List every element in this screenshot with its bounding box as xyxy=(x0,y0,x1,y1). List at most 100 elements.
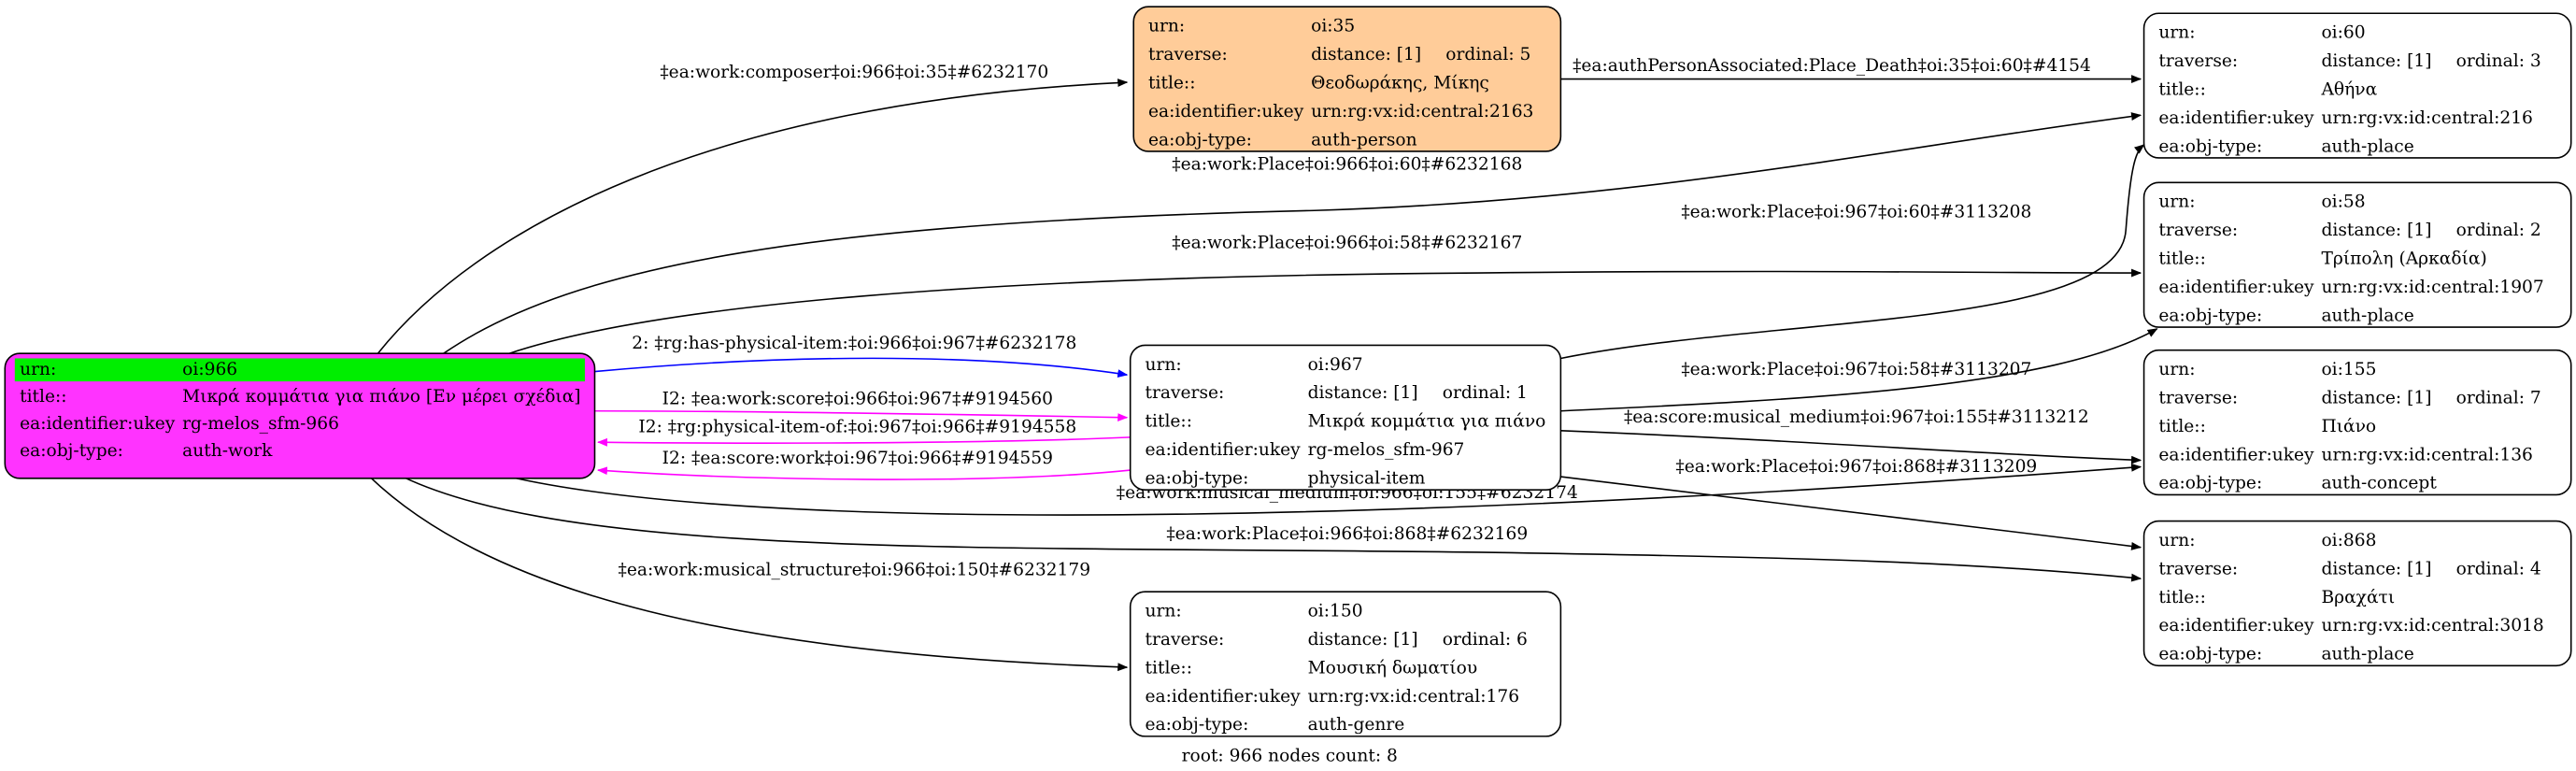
field-label-title--: title:: xyxy=(1148,73,1195,93)
edge-line xyxy=(1560,144,2145,360)
field-label-urn-: urn: xyxy=(20,360,56,379)
field-value-ea-identifier-ukey: urn:rg:vx:id:central:3018 xyxy=(2321,616,2543,635)
field-value-ea-identifier-ukey: urn:rg:vx:id:central:1907 xyxy=(2321,278,2543,297)
edge-line xyxy=(594,409,1129,422)
field-value-traverse-: distance: [1] xyxy=(2321,221,2431,240)
edge-967-155[interactable]: ‡ea:score:musical_medium‡oi:967‡oi:155‡#… xyxy=(1560,407,2142,464)
edge-label: ‡ea:work:Place‡oi:967‡oi:868‡#3113209 xyxy=(1675,457,2037,477)
field-value-urn-: oi:35 xyxy=(1311,17,1355,36)
field-label-ea-obj-type-: ea:obj-type: xyxy=(20,441,123,461)
field-label-urn-: urn: xyxy=(1148,17,1185,36)
edge-label: I2: ‡ea:work:score‡oi:966‡oi:967‡#919456… xyxy=(662,390,1053,409)
edge-966-967[interactable]: I2: ‡ea:work:score‡oi:966‡oi:967‡#919456… xyxy=(594,390,1129,422)
edge-966-150[interactable]: ‡ea:work:musical_structure‡oi:966‡oi:150… xyxy=(369,476,1129,672)
edge-966-967[interactable]: 2: ‡rg:has-physical-item:‡oi:966‡oi:967‡… xyxy=(594,334,1129,378)
edge-line xyxy=(508,268,2142,354)
edge-35-60[interactable]: ‡ea:authPersonAssociated:Place_Death‡oi:… xyxy=(1560,56,2142,84)
edge-966-35[interactable]: ‡ea:work:composer‡oi:966‡oi:35‡#6232170 xyxy=(377,63,1129,354)
field-value-title--: Βραχάτι xyxy=(2321,588,2395,607)
edge-line xyxy=(594,357,1129,378)
field-label-ea-identifier-ukey: ea:identifier:ukey xyxy=(2158,108,2314,128)
field-value-ea-obj-type-: auth-place xyxy=(2321,645,2413,664)
edge-line xyxy=(443,112,2142,354)
field-value-ea-identifier-ukey: rg-melos_sfm-966 xyxy=(182,414,339,434)
edge-line xyxy=(1560,430,2142,464)
node-35[interactable]: urn: oi:35 traverse: distance: [1] ordinal: … xyxy=(1132,6,1562,152)
field-value-ea-identifier-ukey: urn:rg:vx:id:central:176 xyxy=(1308,687,1519,707)
field-label-title--: title:: xyxy=(20,387,66,407)
field-label-ea-obj-type-: ea:obj-type: xyxy=(1148,130,1252,150)
field-value-traverse-: distance: [1] xyxy=(2321,559,2431,578)
edge-967-966[interactable]: I2: ‡rg:physical-item-of:‡oi:967‡oi:966‡… xyxy=(596,418,1131,447)
edge-label: ‡ea:authPersonAssociated:Place_Death‡oi:… xyxy=(1573,56,2091,76)
field-ordinal: ordinal: 5 xyxy=(1445,45,1530,64)
edge-label: ‡ea:work:Place‡oi:967‡oi:58‡#3113207 xyxy=(1681,360,2031,379)
graph-footer: root: 966 nodes count: 8 xyxy=(1182,746,1398,765)
edge-label: ‡ea:work:Place‡oi:966‡oi:60‡#6232168 xyxy=(1172,154,1522,174)
field-label-title--: title:: xyxy=(2158,250,2205,269)
field-label-urn-: urn: xyxy=(1146,602,1182,621)
field-label-ea-obj-type-: ea:obj-type: xyxy=(2158,474,2262,493)
node-box xyxy=(4,352,596,479)
field-label-traverse-: traverse: xyxy=(2158,51,2238,71)
field-label-traverse-: traverse: xyxy=(2158,221,2238,240)
field-value-ea-obj-type-: physical-item xyxy=(1308,468,1426,488)
edge-966-868[interactable]: ‡ea:work:Place‡oi:966‡oi:868‡#6232169 xyxy=(402,476,2142,582)
edge-967-966[interactable]: I2: ‡ea:score:work‡oi:967‡oi:966‡#919455… xyxy=(596,449,1131,480)
field-value-title--: Μικρά κομμάτια για πιάνο [Εν μέρει σχέδι… xyxy=(182,387,580,407)
field-ordinal: ordinal: 2 xyxy=(2456,221,2541,240)
field-value-ea-obj-type-: auth-place xyxy=(2321,136,2413,156)
field-ordinal: ordinal: 6 xyxy=(1443,630,1528,650)
field-label-traverse-: traverse: xyxy=(2158,388,2238,407)
field-label-ea-identifier-ukey: ea:identifier:ukey xyxy=(1146,440,1302,460)
field-value-urn-: oi:155 xyxy=(2321,360,2376,379)
field-value-urn-: oi:966 xyxy=(182,360,237,379)
field-value-urn-: oi:58 xyxy=(2321,193,2365,212)
field-ordinal: ordinal: 3 xyxy=(2456,51,2541,71)
field-label-ea-obj-type-: ea:obj-type: xyxy=(1146,715,1249,735)
node-58[interactable]: urn: oi:58 traverse: distance: [1] ordinal: … xyxy=(2142,181,2572,328)
edge-967-58[interactable]: ‡ea:work:Place‡oi:967‡oi:58‡#3113207 xyxy=(1560,328,2158,412)
field-value-title--: Αθήνα xyxy=(2320,79,2377,99)
field-value-ea-obj-type-: auth-work xyxy=(182,441,273,461)
field-label-traverse-: traverse: xyxy=(1146,630,1225,650)
edge-966-60[interactable]: ‡ea:work:Place‡oi:966‡oi:60‡#6232168 xyxy=(443,112,2142,354)
urn-highlight xyxy=(14,358,585,382)
node-box xyxy=(1132,6,1562,152)
field-value-ea-obj-type-: auth-concept xyxy=(2321,474,2437,493)
field-label-ea-identifier-ukey: ea:identifier:ukey xyxy=(2158,616,2314,635)
field-label-traverse-: traverse: xyxy=(2158,559,2238,578)
edge-line xyxy=(596,466,1131,480)
field-value-title--: Τρίπολη (Αρκαδία) xyxy=(2321,250,2486,269)
field-label-title--: title:: xyxy=(2158,588,2205,607)
field-value-traverse-: distance: [1] xyxy=(1311,45,1421,64)
edge-line xyxy=(596,436,1131,447)
edge-966-58[interactable]: ‡ea:work:Place‡oi:966‡oi:58‡#6232167 xyxy=(508,234,2142,354)
field-ordinal: ordinal: 4 xyxy=(2456,559,2541,578)
field-label-title--: title:: xyxy=(2158,79,2205,99)
edge-label: ‡ea:work:Place‡oi:966‡oi:868‡#6232169 xyxy=(1166,524,1528,544)
field-label-ea-identifier-ukey: ea:identifier:ukey xyxy=(2158,278,2314,297)
field-label-traverse-: traverse: xyxy=(1146,383,1225,403)
node-box xyxy=(2142,520,2572,667)
edge-967-60[interactable]: ‡ea:work:Place‡oi:967‡oi:60‡#3113208 xyxy=(1560,144,2145,360)
field-value-traverse-: distance: [1] xyxy=(1308,630,1418,650)
edge-label: I2: ‡rg:physical-item-of:‡oi:967‡oi:966‡… xyxy=(638,418,1076,437)
node-box xyxy=(2142,349,2572,496)
field-label-urn-: urn: xyxy=(2158,23,2195,43)
edges-layer: ‡ea:work:composer‡oi:966‡oi:35‡#6232170‡… xyxy=(369,56,2158,672)
field-label-traverse-: traverse: xyxy=(1148,45,1228,64)
edge-967-868[interactable]: ‡ea:work:Place‡oi:967‡oi:868‡#3113209 xyxy=(1560,457,2142,550)
field-value-urn-: oi:868 xyxy=(2321,531,2376,550)
node-box xyxy=(1129,344,1562,491)
field-label-ea-identifier-ukey: ea:identifier:ukey xyxy=(1148,102,1304,121)
field-label-urn-: urn: xyxy=(2158,193,2195,212)
